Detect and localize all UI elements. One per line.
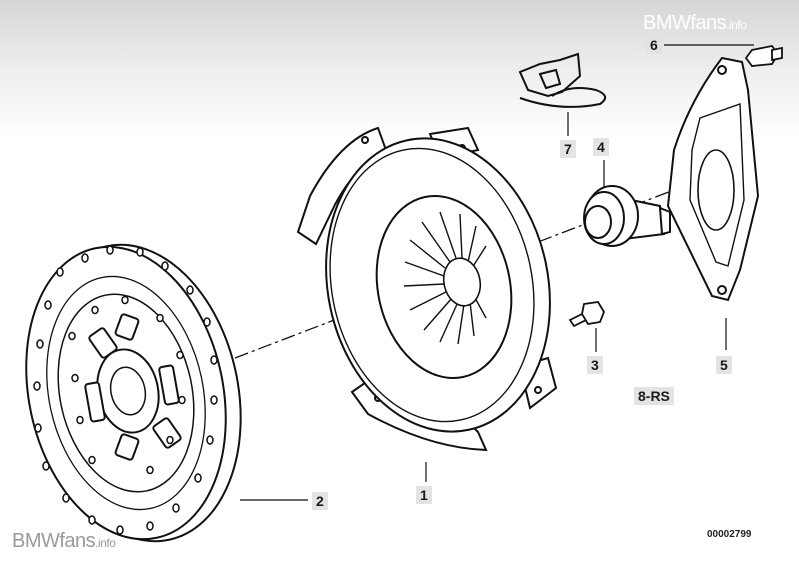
release-lever — [666, 56, 760, 302]
watermark-brand: BMWfans — [643, 12, 727, 34]
callout-4: 4 — [593, 138, 609, 156]
callout-6: 6 — [646, 36, 662, 54]
watermark-suffix: .info — [95, 536, 116, 550]
release-bearing — [583, 185, 671, 247]
callout-5: 5 — [716, 356, 732, 374]
diagram-reference-number: 00002799 — [707, 529, 752, 540]
callout-2: 2 — [312, 492, 328, 510]
hex-bolt — [568, 301, 606, 328]
pin — [744, 45, 783, 67]
retaining-spring — [518, 52, 607, 108]
callout-1: 1 — [416, 486, 432, 504]
watermark-brand: BMWfans — [12, 530, 96, 552]
watermark-suffix: .info — [726, 18, 747, 32]
clutch-disc — [25, 243, 242, 543]
watermark-top: BMWfans.info — [643, 12, 747, 35]
leader-lines — [240, 44, 754, 501]
callout-8-rs: 8-RS — [634, 387, 674, 405]
watermark-bottom: BMWfans.info — [12, 530, 116, 553]
assembly-axis-line — [234, 179, 701, 359]
clutch-pressure-plate — [296, 126, 558, 452]
callout-3: 3 — [587, 356, 603, 374]
callout-7: 7 — [560, 140, 576, 158]
